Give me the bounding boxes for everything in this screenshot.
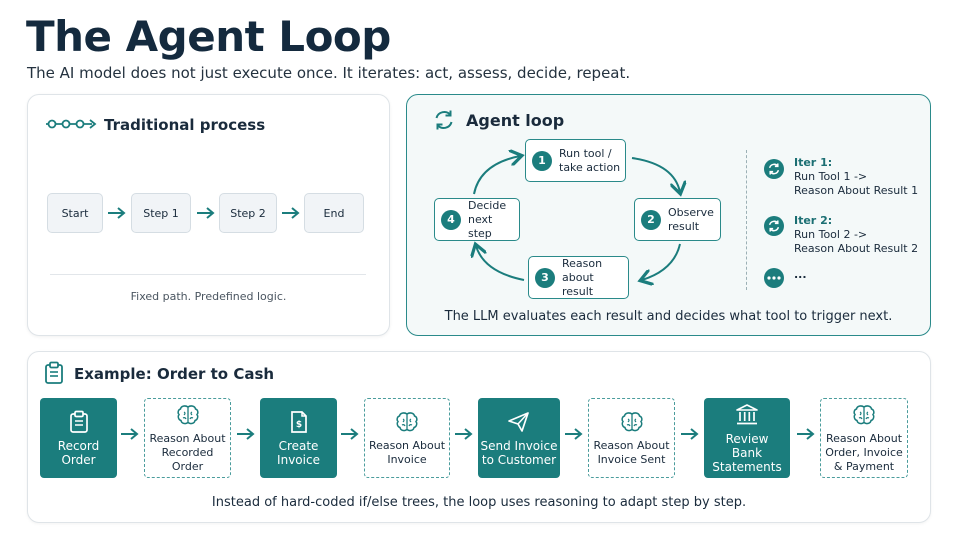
step-reason-invoice: Reason About Invoice [364,398,450,478]
arrow-right-icon [282,207,300,219]
bank-icon [735,402,759,428]
step-number: 1 [532,150,552,171]
brain-icon [620,409,644,435]
node-label: Decide next step [468,198,507,240]
invoice-icon: $ [289,409,309,435]
node-label: Run tool / take action [559,146,621,174]
brain-icon [176,402,200,428]
loop-node-reason: 3 Reason about result [528,256,629,299]
linear-flow-icon [46,119,97,129]
clipboard-icon [45,361,63,384]
step-label: Create Invoice [277,439,320,467]
arrow-right-icon [197,207,215,219]
step-label: Reason About Recorded Order [149,432,226,473]
arrow-right-icon [565,428,583,440]
step-label: Reason About Invoice Sent [593,439,670,466]
send-icon [507,409,531,435]
loop-node-run-tool: 1 Run tool / take action [525,139,626,182]
clipboard-icon [69,409,89,435]
arrow-right-icon [455,428,473,440]
step-label: Review Bank Statements [712,432,782,474]
agent-loop-title: Agent loop [466,111,565,130]
refresh-icon [764,216,784,236]
iterations-divider [746,150,747,290]
example-title: Example: Order to Cash [74,365,275,383]
step-label: Send Invoice to Customer [480,439,558,467]
iteration-title: Iter 1: [794,156,833,169]
trad-step-start: Start [47,193,103,233]
arrow-right-icon [108,207,126,219]
divider [50,274,366,275]
arrow-right-icon [121,428,139,440]
brain-icon [395,409,419,435]
brain-icon [852,402,876,428]
loop-node-observe: 2 Observe result [634,198,721,241]
trad-step-2: Step 2 [219,193,277,233]
svg-text:$: $ [295,420,301,430]
traditional-caption: Fixed path. Predefined logic. [130,290,287,303]
step-create-invoice: $ Create Invoice [260,398,337,478]
step-reason-invoice-sent: Reason About Invoice Sent [588,398,675,478]
iteration-text: Run Tool 1 -> Reason About Result 1 [794,170,919,197]
step-reason-order-invoice-payment: Reason About Order, Invoice & Payment [820,398,908,478]
iteration-title: Iter 2: [794,214,833,227]
refresh-icon [764,159,784,179]
step-record-order: Record Order [40,398,117,478]
iteration-more: ... [794,268,807,281]
loop-arrows [406,94,746,304]
trad-step-end: End [304,193,364,233]
step-label: Reason About Invoice [368,439,446,466]
node-label: Observe result [668,205,714,233]
step-label: Reason About Order, Invoice & Payment [825,432,903,473]
node-label: Reason about result [562,256,603,298]
trad-step-1: Step 1 [131,193,191,233]
arrow-right-icon [797,428,815,440]
more-icon [764,268,784,288]
step-reason-recorded-order: Reason About Recorded Order [144,398,231,478]
iteration-text: Run Tool 2 -> Reason About Result 2 [794,228,919,255]
refresh-icon [435,110,453,130]
example-caption: Instead of hard-coded if/else trees, the… [211,495,747,510]
step-send-invoice: Send Invoice to Customer [478,398,560,478]
traditional-process-title: Traditional process [104,116,266,134]
step-review-bank-statements: Review Bank Statements [704,398,790,478]
step-label: Record Order [57,439,100,467]
page-subtitle: The AI model does not just execute once.… [27,64,631,82]
arrow-right-icon [341,428,359,440]
agent-loop-caption: The LLM evaluates each result and decide… [444,309,893,324]
step-number: 4 [441,209,461,230]
step-number: 3 [535,267,555,288]
page-title: The Agent Loop [26,12,391,61]
step-number: 2 [641,209,661,230]
arrow-right-icon [237,428,255,440]
loop-node-decide: 4 Decide next step [434,198,520,241]
arrow-right-icon [681,428,699,440]
